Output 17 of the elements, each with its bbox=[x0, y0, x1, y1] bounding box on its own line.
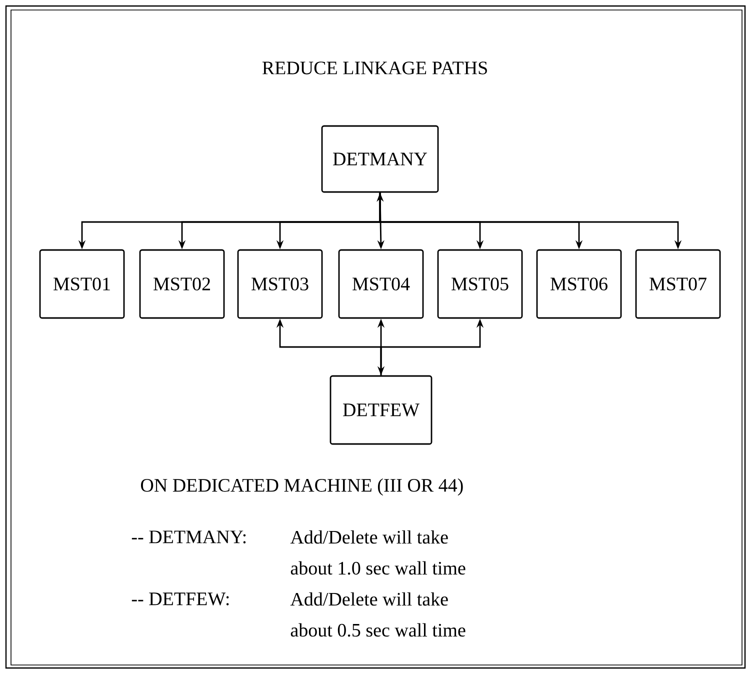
process-box: MST01 bbox=[39, 249, 125, 319]
note-text: about 1.0 sec wall time bbox=[290, 561, 466, 575]
note-text: -- DETMANY: bbox=[132, 530, 246, 544]
process-box: DETMANY bbox=[321, 125, 439, 193]
process-box: MST07 bbox=[635, 249, 721, 319]
process-box: MST03 bbox=[237, 249, 323, 319]
process-box: MST06 bbox=[536, 249, 622, 319]
process-box: MST05 bbox=[437, 249, 523, 319]
note-text: about 0.5 sec wall time bbox=[290, 623, 466, 637]
note-text: -- DETFEW: bbox=[132, 592, 229, 606]
process-box: DETFEW bbox=[330, 375, 432, 445]
process-box: MST02 bbox=[139, 249, 225, 319]
title: REDUCE LINKAGE PATHS bbox=[262, 62, 487, 74]
process-box: MST04 bbox=[338, 249, 424, 319]
note-text: Add/Delete will take bbox=[290, 530, 448, 544]
note-text: ON DEDICATED MACHINE (III OR 44) bbox=[140, 478, 463, 496]
note-text: Add/Delete will take bbox=[290, 592, 448, 606]
